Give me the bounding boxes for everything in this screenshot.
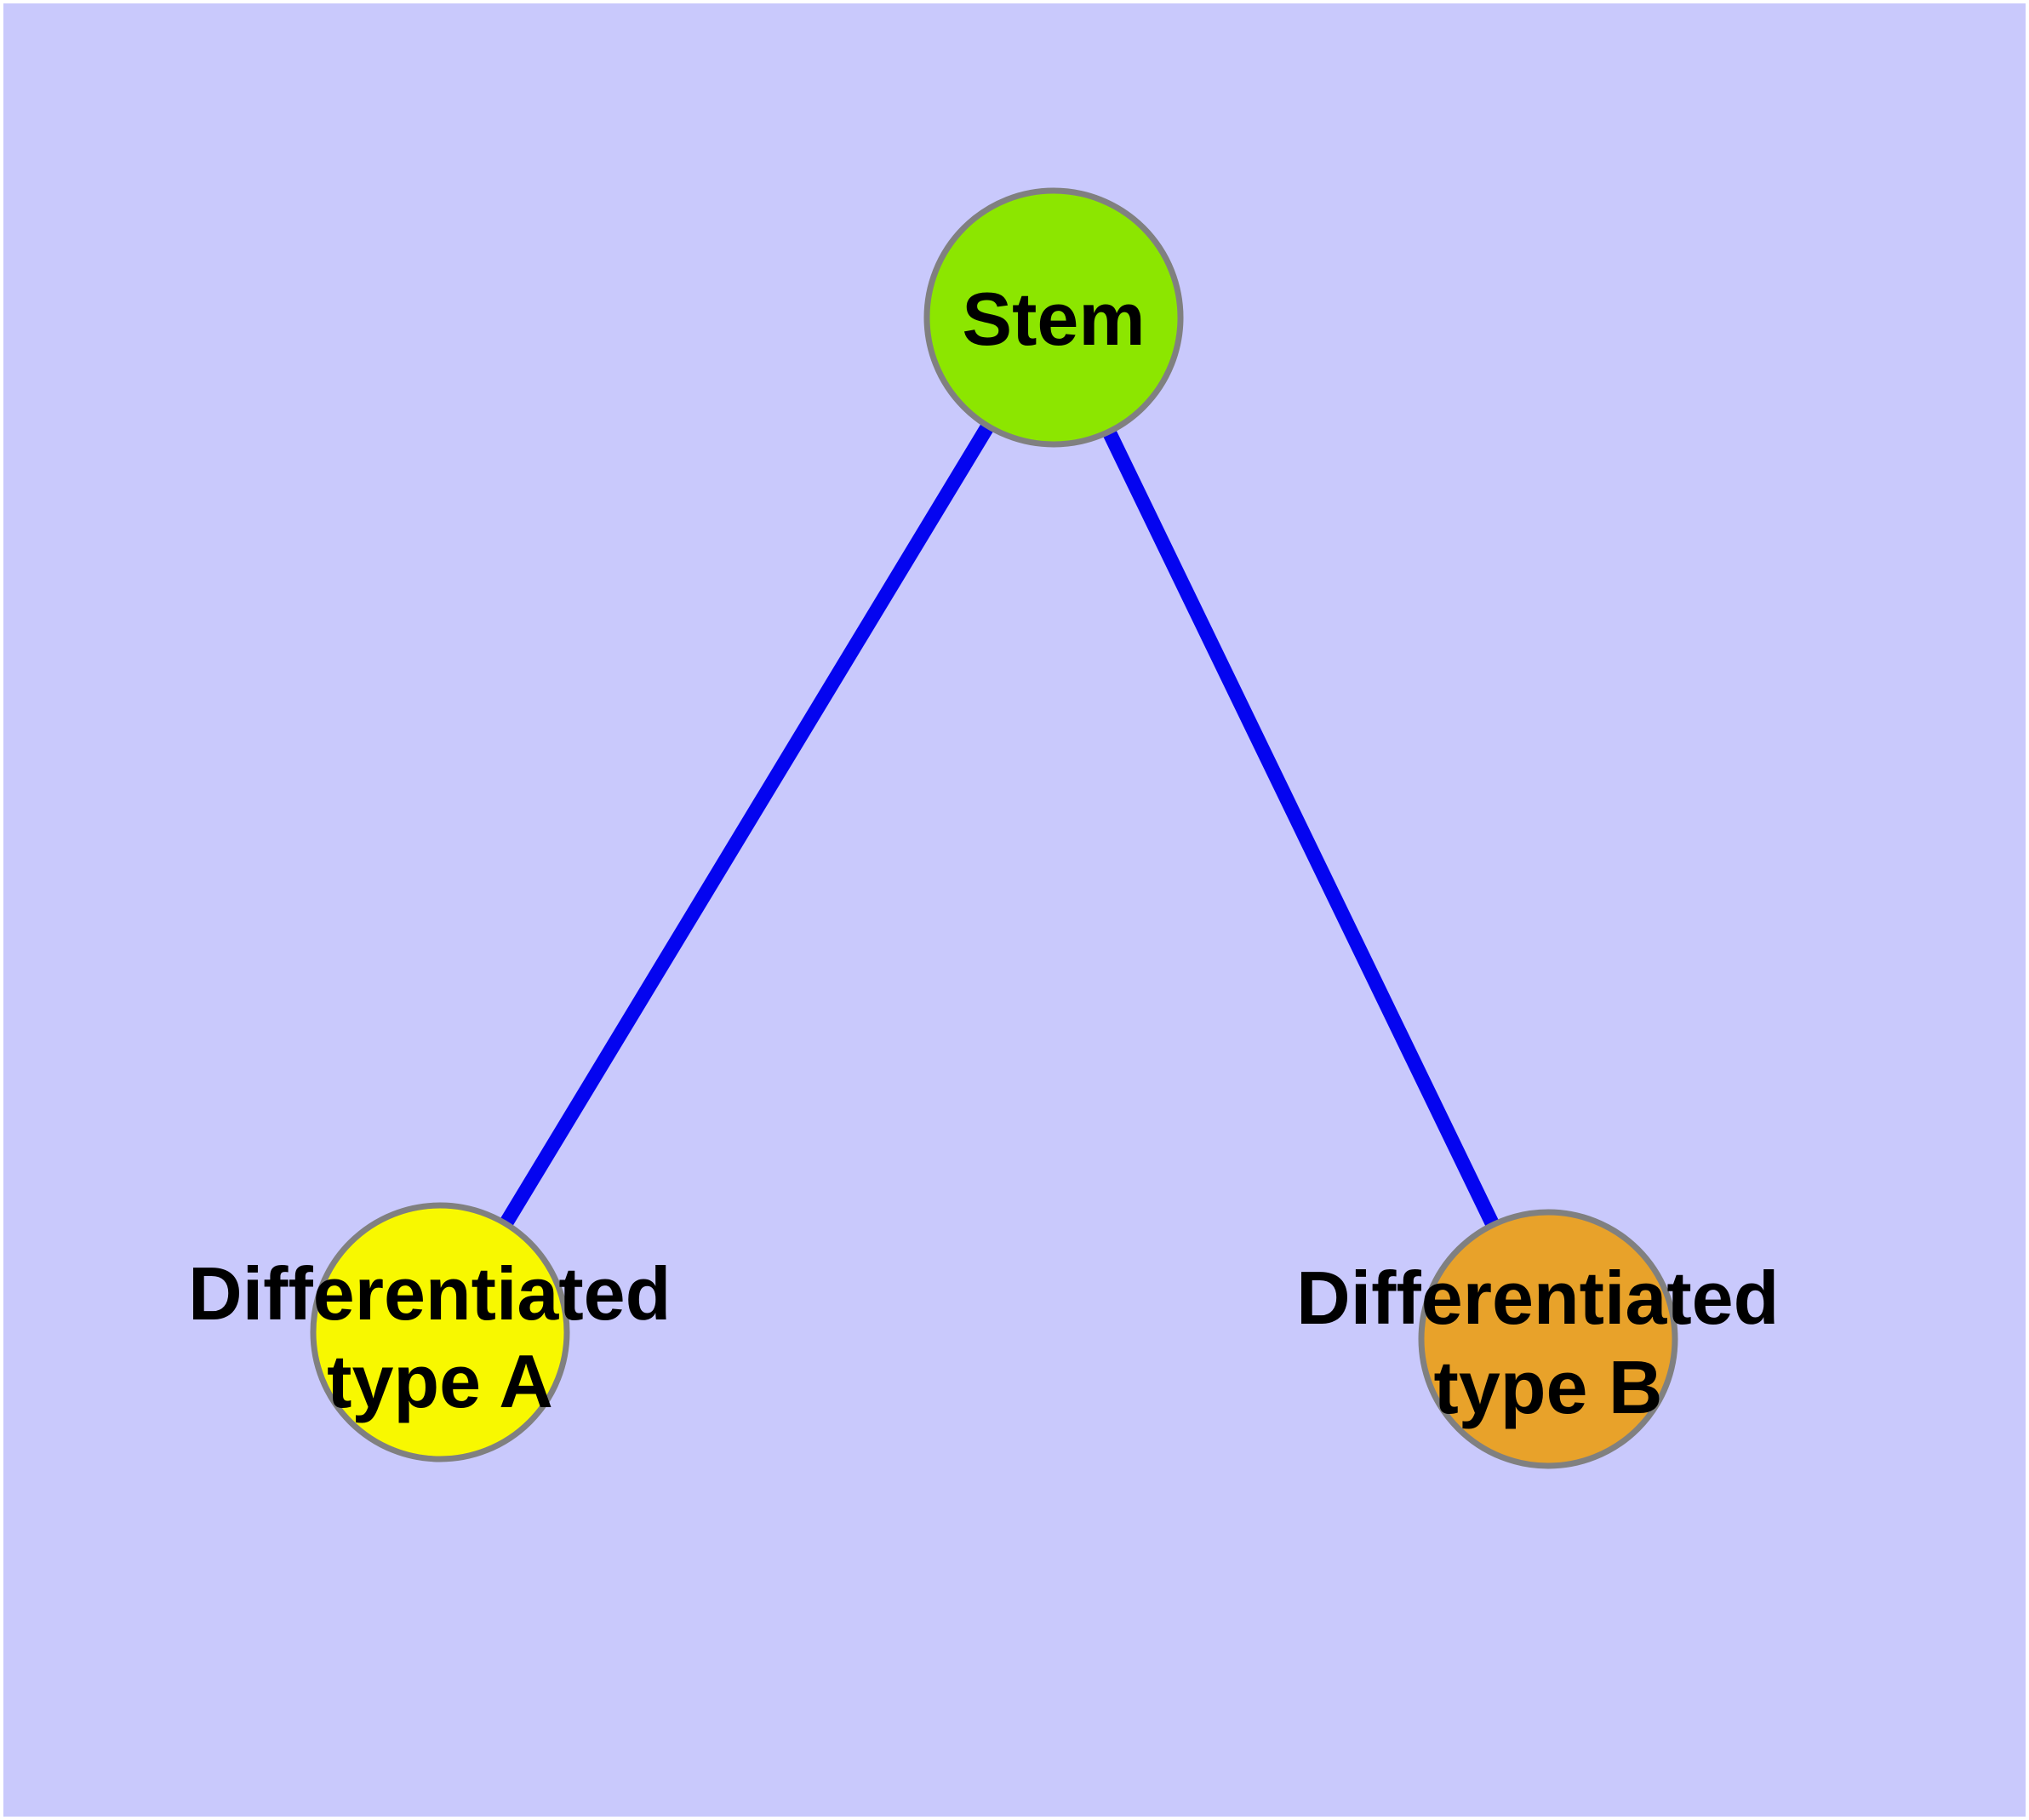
node-type-a-circle [310,1202,570,1462]
node-type-b-label: Differentiated type B [1296,1256,1800,1429]
node-type-b-circle [1418,1209,1678,1469]
label-line: Differentiated [1296,1256,1779,1340]
node-stem-label: Stem [962,277,1145,361]
label-line: type A [327,1339,553,1423]
node-stem: Stem [923,187,1184,448]
label-line: Differentiated [188,1251,671,1336]
node-differentiated-type-a: Differentiated type A [188,1202,692,1462]
node-differentiated-type-b: Differentiated type B [1296,1209,1800,1469]
label-line: type B [1434,1345,1663,1429]
node-stem-circle [923,187,1184,448]
edge-stem-to-type-b [1047,314,1555,1342]
node-type-a-label: Differentiated type A [188,1251,692,1423]
edge-stem-to-type-a [433,313,1060,1336]
